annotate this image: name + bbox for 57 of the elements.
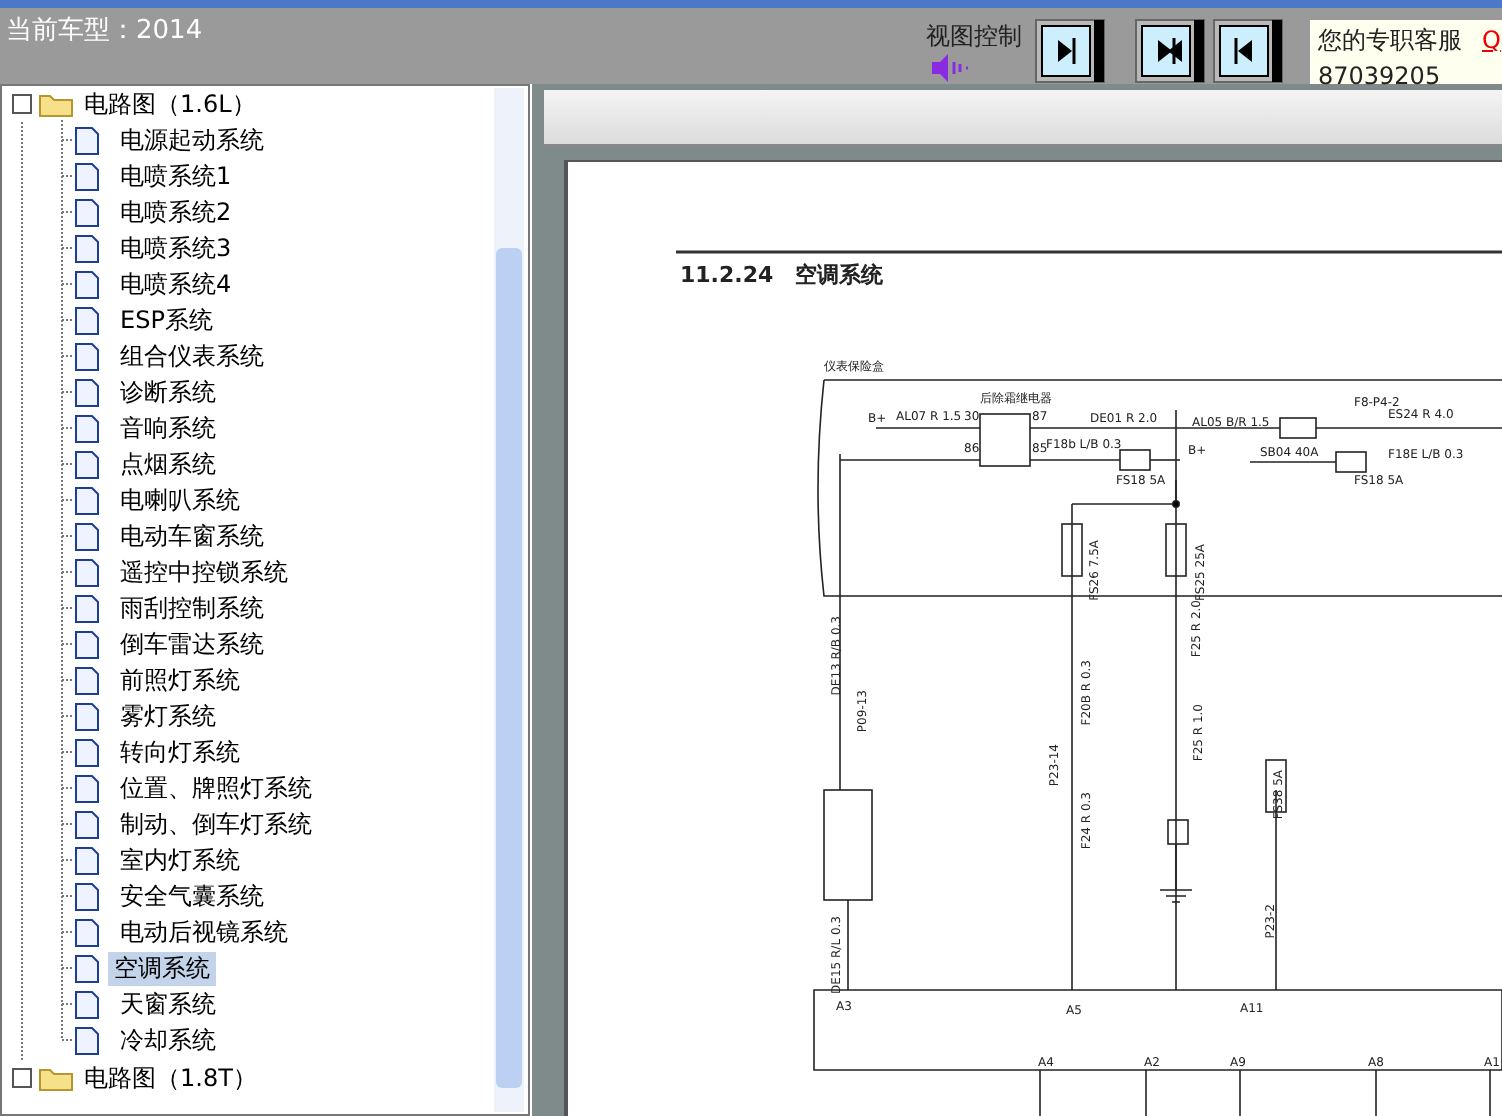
item-label: 电喷系统3: [118, 231, 234, 265]
item-label: 冷却系统: [118, 1023, 218, 1057]
tree-item: [74, 448, 222, 480]
tree-item: [74, 412, 222, 444]
tree-item: [74, 484, 246, 516]
item-label: 空调系统: [108, 951, 216, 985]
view-control-label: 视图控制: [926, 22, 1022, 52]
phone-number: 87039205: [1318, 62, 1441, 92]
item-label: 诊断系统: [118, 375, 218, 409]
item-label: 电喇叭系统: [118, 483, 242, 517]
folder-label: 电路图（1.8T）: [82, 1061, 259, 1095]
item-label: 遥控中控锁系统: [118, 555, 290, 589]
item-label: 点烟系统: [118, 447, 218, 481]
tree-item: [74, 520, 270, 552]
item-label: ESP系统: [118, 303, 215, 337]
tree-item: [74, 700, 222, 732]
tree-item: [74, 808, 318, 840]
item-label: 倒车雷达系统: [118, 627, 266, 661]
tree-item: [74, 916, 294, 948]
item-label: 音响系统: [118, 411, 218, 445]
item-label: 电动后视镜系统: [118, 915, 290, 949]
item-label: 电动车窗系统: [118, 519, 266, 553]
item-label: 安全气囊系统: [118, 879, 266, 913]
tree-item: [74, 376, 222, 408]
tree-item: [74, 772, 318, 804]
item-label: 前照灯系统: [118, 663, 242, 697]
section-heading: 11.2.24 空调系统: [680, 262, 884, 290]
tree-item: [74, 880, 270, 912]
tree-item: [74, 952, 216, 984]
item-label: 组合仪表系统: [118, 339, 266, 373]
tree-item: [74, 844, 246, 876]
tree-item: [74, 592, 270, 624]
support-label: 您的专职客服: [1318, 26, 1462, 56]
model-title: 当前车型：2014: [6, 14, 203, 48]
tree-item: [74, 556, 294, 588]
item-label: 电喷系统1: [118, 159, 234, 193]
tree-item: [74, 988, 222, 1020]
item-label: 天窗系统: [118, 987, 218, 1021]
folder-label: 电路图（1.6L）: [82, 87, 258, 121]
item-label: 制动、倒车灯系统: [118, 807, 314, 841]
tree-item: [74, 124, 270, 156]
item-label: 电源起动系统: [118, 123, 266, 157]
tree-line: [21, 121, 23, 1061]
tree-item: [74, 340, 270, 372]
tree-item: [74, 736, 246, 768]
tree-item: [74, 1024, 222, 1056]
item-label: 位置、牌照灯系统: [118, 771, 314, 805]
item-label: 雨刮控制系统: [118, 591, 266, 625]
tree-item: [74, 304, 219, 336]
item-label: 雾灯系统: [118, 699, 218, 733]
item-label: 转向灯系统: [118, 735, 242, 769]
item-label: 电喷系统4: [118, 267, 234, 301]
tree-item: [74, 628, 270, 660]
item-label: 室内灯系统: [118, 843, 242, 877]
support-link: Q: [1482, 26, 1501, 56]
item-label: 电喷系统2: [118, 195, 234, 229]
tree-item: [74, 664, 246, 696]
